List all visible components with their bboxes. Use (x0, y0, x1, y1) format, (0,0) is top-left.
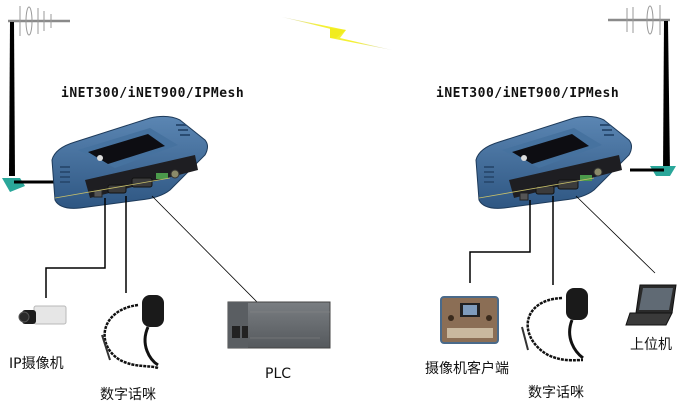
left-radio-modem (51, 115, 208, 209)
right-antenna-icon (608, 5, 676, 176)
microphone-icon (101, 295, 164, 370)
video-conference-icon (440, 296, 499, 344)
camera-client-label: 摄像机客户端 (425, 361, 509, 377)
right-radio-title: iNET300/iNET900/IPMesh (436, 86, 620, 101)
plc-label: PLC (265, 366, 292, 382)
host-pc-label: 上位机 (630, 337, 672, 353)
plc-icon (227, 301, 331, 349)
left-mic-label: 数字话咪 (100, 387, 156, 403)
ip-camera-label: IP摄像机 (9, 356, 64, 372)
camera-icon (18, 305, 67, 325)
right-wires (469, 195, 656, 285)
wire-to-ip-camera (45, 198, 106, 298)
left-radio-title: iNET300/iNET900/IPMesh (61, 86, 245, 101)
wire-to-camera-client (469, 200, 531, 283)
wire-to-host-pc (575, 195, 656, 274)
lightning-icon (282, 17, 392, 50)
left-antenna-icon (2, 6, 70, 192)
right-mic-label: 数字话咪 (528, 385, 584, 401)
left-wires (45, 195, 259, 304)
wire-to-plc (151, 195, 259, 304)
laptop-icon (625, 284, 677, 326)
right-radio-modem (475, 115, 632, 209)
microphone-icon (521, 288, 588, 362)
